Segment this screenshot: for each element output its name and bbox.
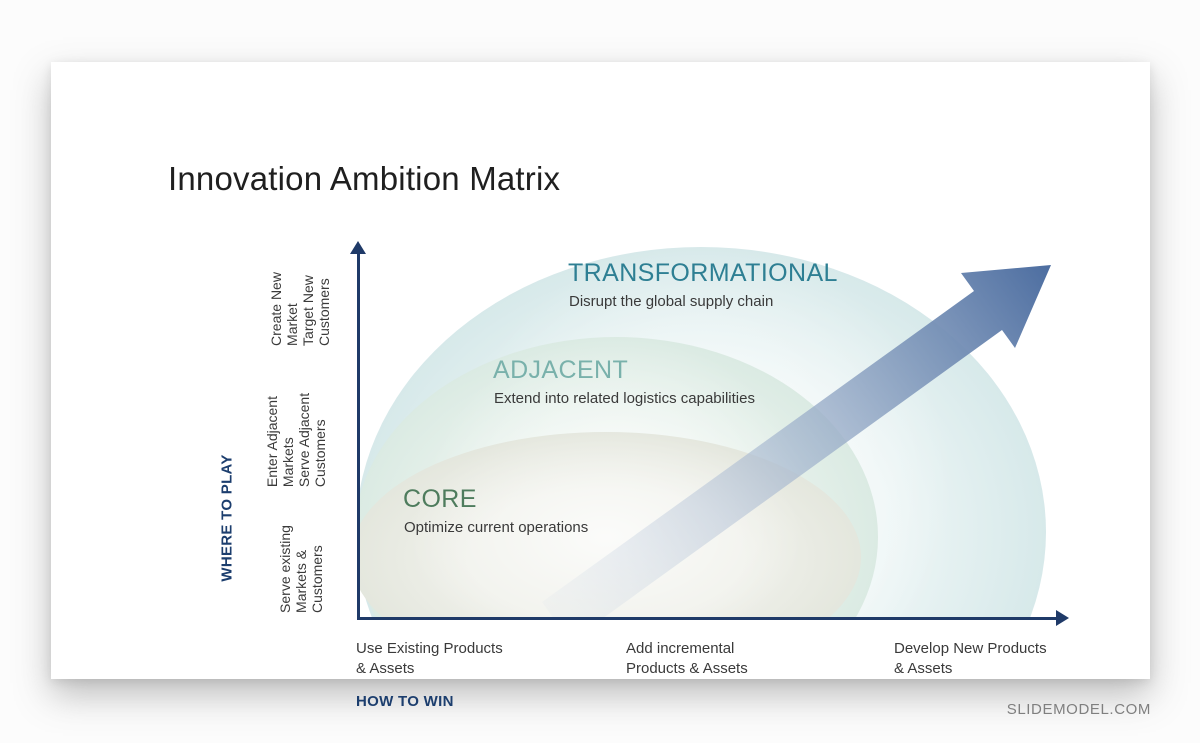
slide-title: Innovation Ambition Matrix <box>168 160 561 197</box>
x-tick-develop-new: Develop New Products & Assets <box>894 640 1047 678</box>
growth-arrow-icon <box>542 265 1051 619</box>
y-tick-enter-adjacent: Enter Adjacent Markets Serve Adjacent Cu… <box>264 392 328 488</box>
x-axis-title: HOW TO WIN <box>356 693 454 710</box>
x-tick-add-incremental: Add incremental Products & Assets <box>626 640 748 678</box>
adjacent-description: Extend into related logistics capabiliti… <box>494 390 755 407</box>
core-description: Optimize current operations <box>404 519 589 536</box>
adjacent-label: ADJACENT <box>493 356 629 384</box>
transformational-label: TRANSFORMATIONAL <box>568 259 838 287</box>
x-axis-arrowhead-icon <box>1056 610 1069 626</box>
matrix-plot-area <box>360 245 1071 619</box>
y-axis-title: WHERE TO PLAY <box>218 454 236 582</box>
y-tick-create-new: Create New Market Target New Customers <box>268 272 332 346</box>
y-axis-line <box>357 252 360 619</box>
core-label: CORE <box>403 485 477 513</box>
slide-card: Innovation Ambition Matrix TRANSFORMAT <box>51 62 1150 710</box>
y-axis-arrowhead-icon <box>350 241 366 254</box>
transformational-description: Disrupt the global supply chain <box>569 293 774 310</box>
y-tick-serve-existing: Serve existing Markets & Customers <box>277 525 325 613</box>
watermark: SLIDEMODEL.COM <box>1006 701 1151 718</box>
x-tick-use-existing: Use Existing Products & Assets <box>356 640 503 678</box>
x-axis-line <box>357 617 1059 620</box>
